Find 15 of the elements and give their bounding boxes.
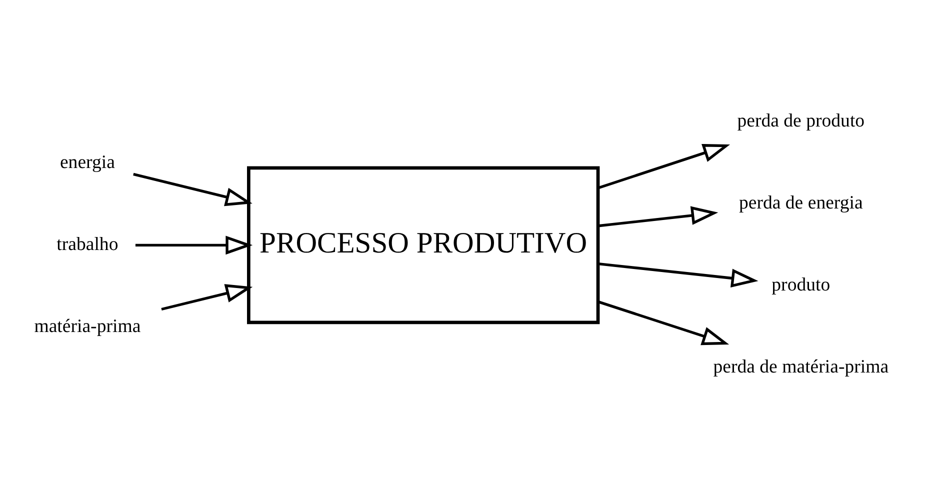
arrow [598,300,730,345]
node-text: trabalho [56,234,118,255]
arrow [598,206,718,227]
arrow [133,172,252,206]
arrow [598,262,758,288]
node-text: matéria-prima [34,316,141,337]
node-text: perda de energia [738,192,863,213]
arrow [598,143,730,189]
node-box: PROCESSO PRODUTIVO [247,166,600,324]
node-text: perda de matéria-prima [713,356,889,377]
arrow [135,235,253,254]
node-text: produto [772,274,830,295]
arrow [161,284,253,310]
node-text: perda de produto [737,110,865,132]
node-text: energia [60,152,115,173]
